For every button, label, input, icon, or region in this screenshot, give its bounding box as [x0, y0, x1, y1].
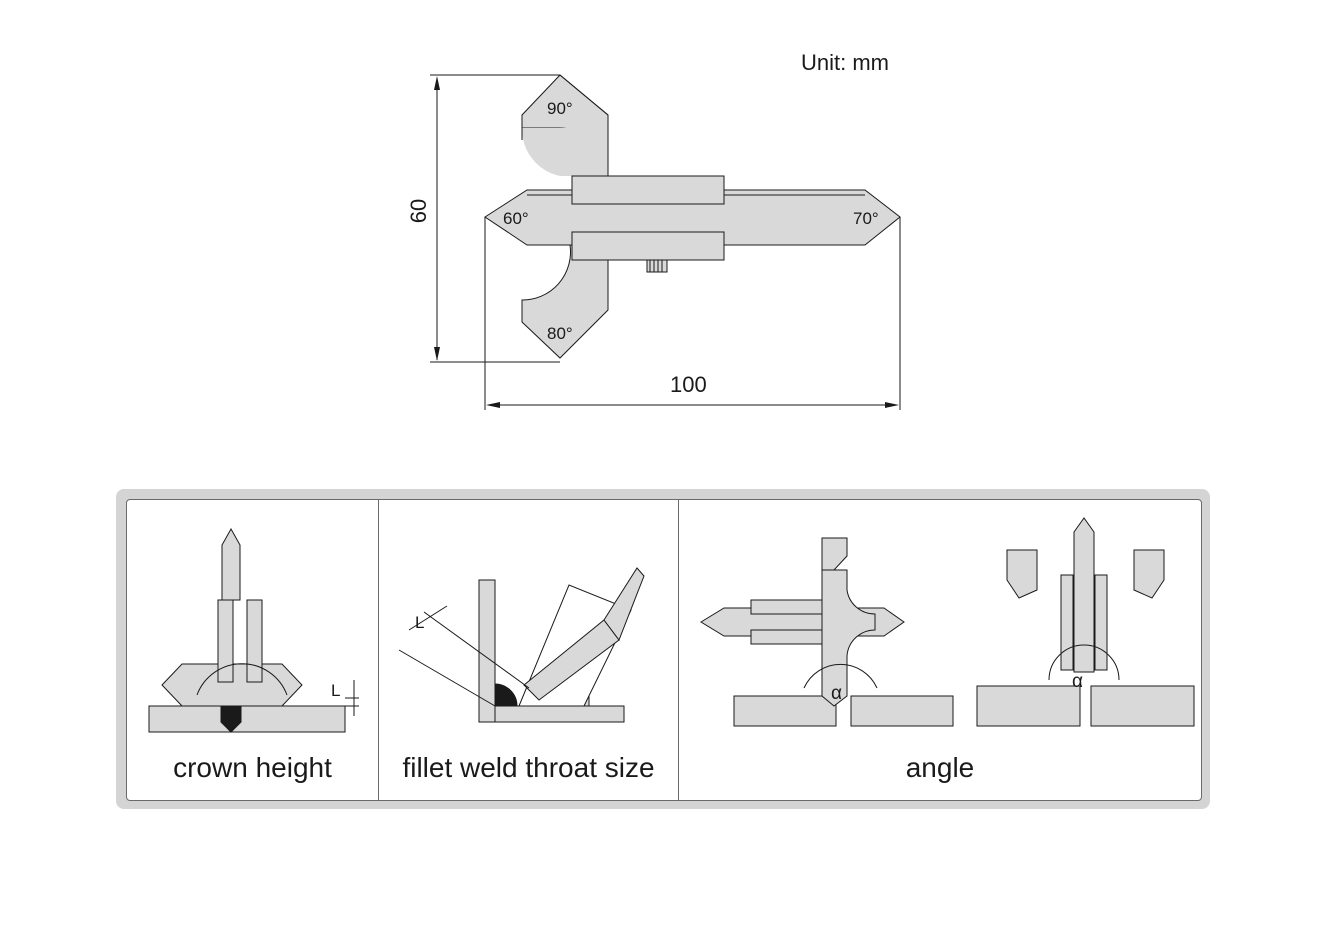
caption-fillet-weld: fillet weld throat size — [402, 752, 655, 783]
angle-label-right: 70° — [853, 209, 879, 228]
usage-panel: L crown height L fillet weld throat size — [116, 489, 1210, 809]
gauge-lower-slider — [571, 231, 725, 261]
gauge-upper-slider — [571, 175, 725, 205]
usage-panel-inner: L crown height L fillet weld throat size — [126, 499, 1202, 801]
angle-label-top: 90° — [547, 99, 573, 118]
caption-crown-height: crown height — [173, 752, 332, 783]
fillet-weld-illustration: L — [398, 567, 645, 723]
crown-height-marker: L — [331, 681, 340, 700]
unit-label: Unit: mm — [801, 50, 889, 75]
height-dimension: 60 — [406, 198, 432, 224]
angle-marker-right: α — [1072, 671, 1083, 692]
angle-label-left: 60° — [503, 209, 529, 228]
panel-divider — [378, 500, 379, 800]
angle-illustration: α α — [700, 517, 1195, 727]
angle-marker-left: α — [831, 683, 842, 704]
panel-divider — [678, 500, 679, 800]
width-dimension: 100 — [670, 372, 707, 397]
gauge-lower-arm — [521, 244, 609, 359]
throat-size-marker: L — [415, 613, 424, 632]
angle-label-bottom: 80° — [547, 324, 573, 343]
weld-gauge-drawing: 90° 60° 70° 80° — [430, 74, 901, 410]
crown-height-illustration: L — [148, 527, 359, 733]
caption-angle: angle — [905, 752, 975, 783]
